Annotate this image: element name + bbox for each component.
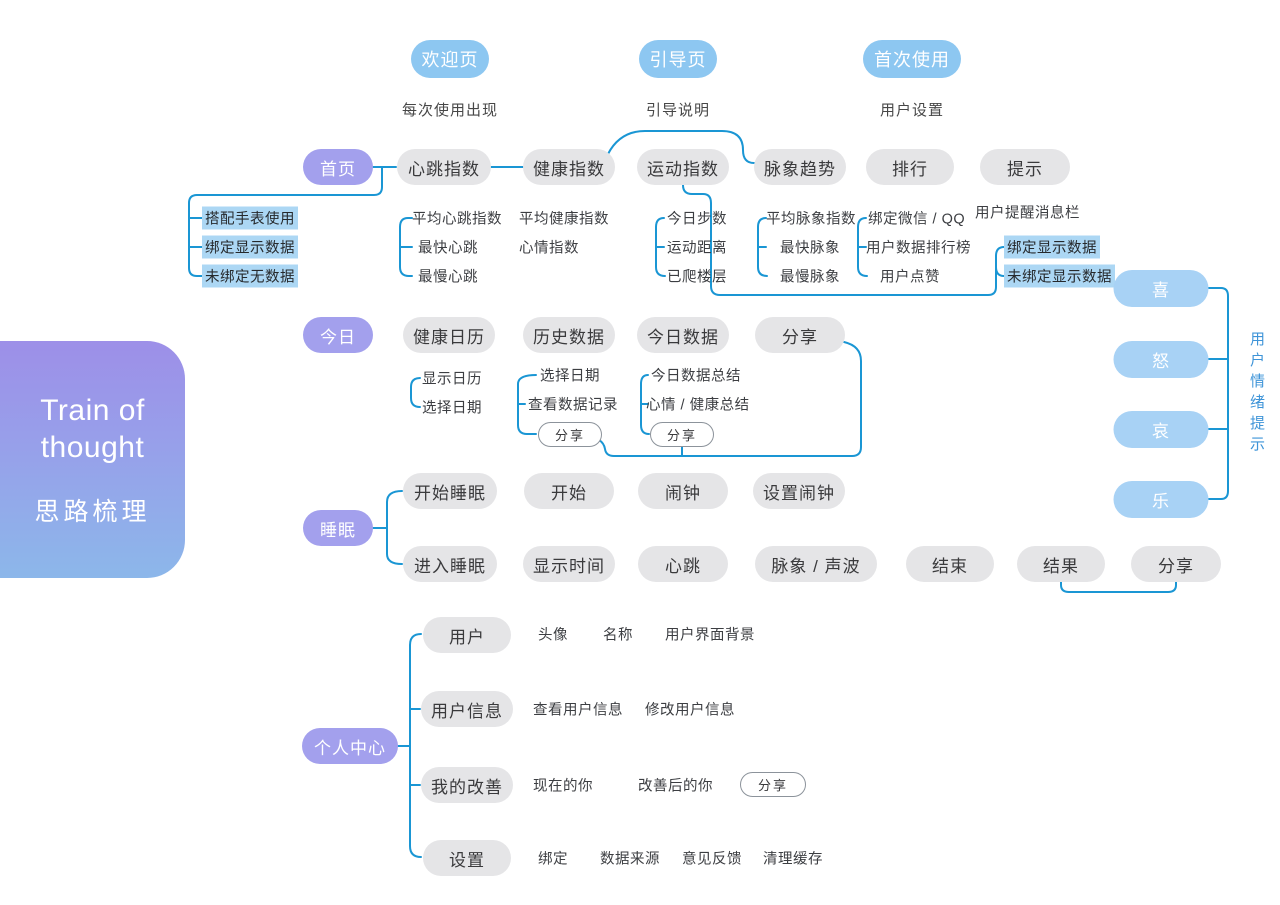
leaf-view-user-info[interactable]: 查看用户信息 (533, 702, 623, 719)
leaf-edit-user-info[interactable]: 修改用户信息 (645, 702, 735, 719)
edge-sport-bind (682, 184, 1005, 296)
node-heart-index[interactable]: 心跳指数 (397, 149, 491, 185)
leaf-improved-you[interactable]: 改善后的你 (638, 778, 713, 795)
leaf-pick-date[interactable]: 选择日期 (422, 400, 482, 417)
caption-guide-page: 引导说明 (645, 102, 711, 119)
edge-result-share (1060, 581, 1177, 593)
leaf-show-calendar[interactable]: 显示日历 (422, 371, 482, 388)
node-sport-index[interactable]: 运动指数 (637, 149, 729, 185)
leaf-mood-health-summary[interactable]: 心情 / 健康总结 (646, 397, 750, 414)
node-emotion-happiness[interactable]: 乐 (1113, 481, 1209, 518)
node-share[interactable]: 分享 (755, 317, 845, 353)
node-ranking[interactable]: 排行 (866, 149, 954, 185)
bracket-history (517, 374, 537, 435)
node-tips[interactable]: 提示 (980, 149, 1070, 185)
bracket-heart (399, 217, 413, 277)
leaf-avg-heart[interactable]: 平均心跳指数 (412, 211, 502, 228)
node-set-alarm[interactable]: 设置闹钟 (753, 473, 845, 509)
node-emotion-sorrow[interactable]: 哀 (1113, 411, 1209, 448)
node-heartbeat[interactable]: 心跳 (638, 546, 728, 582)
brand-card: Train of thought 思路梳理 (0, 341, 185, 578)
node-today[interactable]: 今日 (303, 317, 373, 353)
node-health-calendar[interactable]: 健康日历 (403, 317, 495, 353)
node-sleep-share[interactable]: 分享 (1131, 546, 1221, 582)
leaf-data-source[interactable]: 数据来源 (600, 851, 660, 868)
bracket-pulse (757, 217, 768, 277)
node-sleep[interactable]: 睡眠 (303, 510, 373, 546)
caption-welcome-page: 每次使用出现 (401, 102, 499, 119)
leaf-floors[interactable]: 已爬楼层 (667, 269, 727, 286)
edge-health-pulse-arc (607, 130, 755, 164)
leaf-clear-cache[interactable]: 清理缓存 (763, 851, 823, 868)
node-alarm[interactable]: 闹钟 (638, 473, 728, 509)
note-unbound-no-data[interactable]: 未绑定无数据 (202, 264, 298, 288)
node-emotion-joy[interactable]: 喜 (1113, 270, 1209, 307)
note-bound-display[interactable]: 绑定显示数据 (1004, 235, 1100, 259)
brand-title-en: Train of thought (40, 393, 145, 464)
bracket-profile (397, 633, 422, 858)
node-improvement-share[interactable]: 分享 (740, 772, 806, 797)
node-my-improvement[interactable]: 我的改善 (421, 767, 513, 803)
node-user-info[interactable]: 用户信息 (421, 691, 513, 727)
bracket-calendar (410, 377, 421, 408)
brand-title-zh: 思路梳理 (34, 497, 151, 526)
leaf-avatar[interactable]: 头像 (538, 627, 568, 644)
leaf-ui-background[interactable]: 用户界面背景 (665, 627, 755, 644)
node-start[interactable]: 开始 (524, 473, 614, 509)
leaf-current-you[interactable]: 现在的你 (533, 778, 593, 795)
leaf-feedback[interactable]: 意见反馈 (682, 851, 742, 868)
node-welcome-page[interactable]: 欢迎页 (411, 40, 489, 78)
node-history-data[interactable]: 历史数据 (523, 317, 615, 353)
note-watch-pairing[interactable]: 搭配手表使用 (202, 206, 298, 230)
caption-first-use: 用户设置 (879, 102, 945, 119)
leaf-user-leaderboard[interactable]: 用户数据排行榜 (866, 240, 971, 257)
leaf-slowest-pulse[interactable]: 最慢脉象 (780, 269, 840, 286)
note-unbound-display[interactable]: 未绑定显示数据 (1004, 264, 1115, 288)
leaf-fastest-heart[interactable]: 最快心跳 (418, 240, 478, 257)
node-show-time[interactable]: 显示时间 (523, 546, 615, 582)
leaf-avg-health[interactable]: 平均健康指数 (519, 211, 609, 228)
leaf-bind-wechat-qq[interactable]: 绑定微信 / QQ (868, 211, 966, 228)
node-settings[interactable]: 设置 (423, 840, 511, 876)
leaf-distance[interactable]: 运动距离 (667, 240, 727, 257)
leaf-reminder-bar[interactable]: 用户提醒消息栏 (975, 205, 1080, 222)
leaf-slowest-heart[interactable]: 最慢心跳 (418, 269, 478, 286)
note-bound-show-data[interactable]: 绑定显示数据 (202, 235, 298, 259)
node-today-data[interactable]: 今日数据 (637, 317, 729, 353)
node-home[interactable]: 首页 (303, 149, 373, 185)
edge-share-loop (598, 341, 862, 457)
node-emotion-anger[interactable]: 怒 (1113, 341, 1209, 378)
emotion-note: 用户情绪提示 (1248, 331, 1265, 457)
node-enter-sleep[interactable]: 进入睡眠 (403, 546, 497, 582)
bracket-emotions (1207, 287, 1229, 500)
leaf-mood-index[interactable]: 心情指数 (519, 240, 579, 257)
leaf-nickname[interactable]: 名称 (603, 627, 633, 644)
edge-home-heart (188, 166, 397, 277)
node-first-use[interactable]: 首次使用 (863, 40, 961, 78)
leaf-today-summary[interactable]: 今日数据总结 (651, 368, 741, 385)
leaf-today-steps[interactable]: 今日步数 (667, 211, 727, 228)
leaf-fastest-pulse[interactable]: 最快脉象 (780, 240, 840, 257)
node-user[interactable]: 用户 (423, 617, 511, 653)
node-guide-page[interactable]: 引导页 (639, 40, 717, 78)
node-profile-center[interactable]: 个人中心 (302, 728, 398, 764)
leaf-avg-pulse[interactable]: 平均脉象指数 (766, 211, 856, 228)
node-pulse-sound[interactable]: 脉象 / 声波 (755, 546, 877, 582)
leaf-view-records[interactable]: 查看数据记录 (528, 397, 618, 414)
leaf-binding[interactable]: 绑定 (538, 851, 568, 868)
leaf-select-date[interactable]: 选择日期 (540, 368, 600, 385)
node-today-share[interactable]: 分享 (650, 422, 714, 447)
bracket-rank (857, 217, 868, 277)
node-pulse-trend[interactable]: 脉象趋势 (754, 149, 846, 185)
node-start-sleep[interactable]: 开始睡眠 (403, 473, 497, 509)
bracket-sport (655, 217, 666, 277)
node-end[interactable]: 结束 (906, 546, 994, 582)
leaf-user-likes[interactable]: 用户点赞 (880, 269, 940, 286)
node-result[interactable]: 结果 (1017, 546, 1105, 582)
node-health-index[interactable]: 健康指数 (523, 149, 615, 185)
bracket-sleep (372, 490, 403, 565)
node-history-share[interactable]: 分享 (538, 422, 602, 447)
bracket-today-data (640, 374, 650, 435)
